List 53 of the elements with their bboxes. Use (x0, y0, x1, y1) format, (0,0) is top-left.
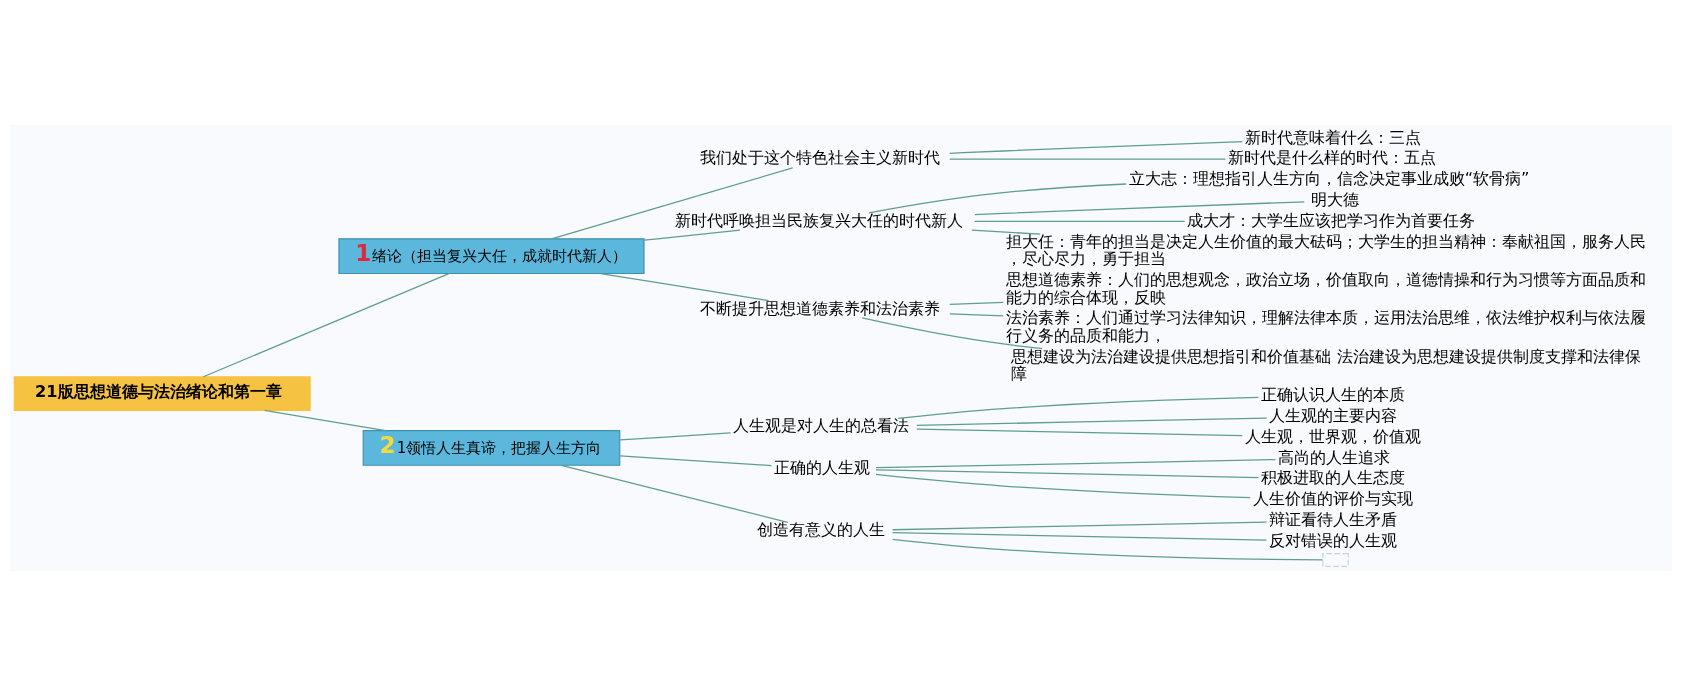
node-text: 人生观是对人生的总看法 (732, 415, 909, 435)
node-text: 人生观，世界观，价值观 (1244, 426, 1421, 446)
connector (973, 220, 1185, 222)
connector (970, 229, 1041, 235)
connector (891, 521, 1267, 530)
node-text: 思想道德素养：人们的思想观念，政治立场，价值取向，道德情操和行为习惯等方面品质和能力的综合体现，反映 (1005, 269, 1646, 307)
node-text: 反对错误的人生观 (1268, 530, 1397, 550)
connector (948, 301, 1004, 305)
node-text: 正确的人生观 (773, 457, 870, 477)
connector (263, 409, 386, 431)
connector (915, 417, 1267, 426)
node-box: 1绪论（担当复兴大任，成就时代新人） (337, 237, 645, 274)
connector (948, 140, 1243, 154)
node-text: 思想建设为法治建设提供思想指引和价值基础 法治建设为思想建设提供制度支撑和法律保障 (1010, 346, 1641, 383)
connector (891, 531, 1267, 541)
node-box: 2 1领悟人生真谛，把握人生方向 (362, 429, 620, 466)
node-text: 正确认识人生的本质 (1260, 384, 1405, 404)
node-text: 法治素养：人们通过学习法律知识，理解法律本质，运用法治思维，依法维护权利与依法履行义务的品质和能力， (1005, 307, 1646, 345)
node-text: 辩证看待人生矛盾 (1268, 509, 1397, 529)
connector (861, 316, 1043, 349)
connector (915, 427, 1243, 436)
node-text: 人生观的主要内容 (1268, 405, 1397, 425)
node-text: 明大德 (1310, 189, 1359, 209)
node-text: 高尚的人生追求 (1277, 447, 1390, 467)
connector (891, 538, 1323, 561)
connector (550, 166, 793, 239)
node-text: 我们处于这个特色社会主义新时代 (699, 147, 940, 167)
connector (867, 182, 1127, 213)
connector (642, 229, 741, 241)
connector (202, 272, 449, 377)
connector (973, 200, 1305, 215)
connector (560, 464, 788, 523)
connector (948, 157, 1226, 160)
node-text: 成大才：大学生应该把学习作为首要任务 (1186, 210, 1475, 230)
node-box (1321, 552, 1349, 567)
node-text: 立大志：理想指引人生方向，信念决定事业成败“软骨病” (1128, 168, 1529, 188)
node-text: 创造有意义的人生 (756, 519, 885, 539)
connector (619, 454, 772, 466)
connector (619, 431, 731, 441)
node-box: 21版思想道德与法治绪论和第一章 (13, 375, 311, 411)
node-text: 担大任：青年的担当是决定人生价值的最大砝码；大学生的担当精神：奉献祖国，服务人民，尽心尽力，勇于担当 (1005, 231, 1646, 268)
node-text: 人生价值的评价与实现 (1252, 488, 1413, 508)
connector (948, 312, 1004, 316)
connector (599, 272, 769, 301)
node-text: 新时代是什么样的时代：五点 (1227, 147, 1436, 167)
node-text: 积极进取的人生态度 (1260, 467, 1405, 487)
connector (874, 473, 1251, 498)
node-text: 新时代意味着什么：三点 (1244, 127, 1421, 147)
connector (874, 468, 1259, 478)
node-text: 不断提升思想道德素养和法治素养 (699, 298, 940, 318)
node-text: 新时代呼唤担当民族复兴大任的时代新人 (674, 210, 963, 230)
connector (897, 396, 1259, 419)
connector (874, 458, 1276, 468)
